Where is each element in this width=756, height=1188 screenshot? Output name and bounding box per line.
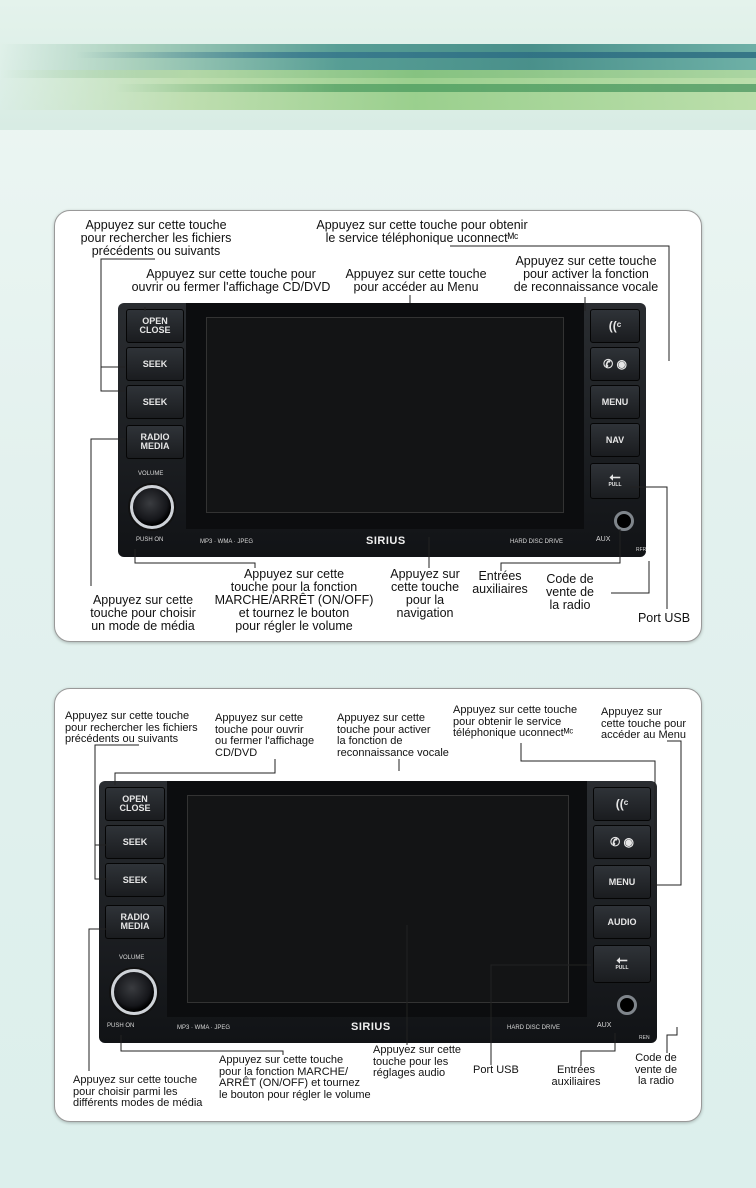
pull-label-2: PULL: [615, 965, 629, 971]
radio-unit: OPEN CLOSE SEEK SEEK RADIO MEDIA VOLUME …: [118, 303, 646, 557]
label-open-close-2: Appuyez sur cette touche pour ouvrir ou …: [215, 712, 315, 759]
phone-icon-2: ✆ ◉: [610, 834, 634, 849]
usb-icon: ⭠: [609, 468, 621, 484]
voice-icon: ((ᶜ: [608, 318, 622, 333]
label-media-2: Appuyez sur cette touche pour choisir pa…: [73, 1074, 203, 1109]
label-audio-2: Appuyez sur cette touche pour les réglag…: [373, 1044, 462, 1079]
label-open-close: Appuyez sur cette touche pour ouvrir ou …: [131, 267, 331, 294]
format-text: MP3 · WMA · JPEG: [200, 539, 254, 545]
sirius-logo-2: SIRIUS: [351, 1021, 391, 1033]
label-volume-2: Appuyez sur cette touche pour la fonctio…: [219, 1054, 371, 1101]
label-usb-2: Port USB: [473, 1064, 519, 1076]
label-aux-2: Entrées auxiliaires: [551, 1064, 601, 1088]
label-usb: Port USB: [637, 611, 691, 625]
phone-button[interactable]: ✆ ◉: [590, 347, 640, 381]
aux-label-2: AUX: [597, 1022, 612, 1029]
push-on-label: PUSH ON: [136, 537, 164, 543]
radio-media-button-2[interactable]: RADIO MEDIA: [105, 905, 165, 939]
menu-button[interactable]: MENU: [590, 385, 640, 419]
radio-diagram-panel-2: OPEN CLOSE SEEK SEEK RADIO MEDIA VOLUME …: [54, 688, 702, 1122]
audio-button-2[interactable]: AUDIO: [593, 905, 651, 939]
usb-port-2[interactable]: ⭠ PULL: [593, 945, 651, 983]
label-voice: Appuyez sur cette touche pour activer la…: [513, 254, 659, 294]
volume-knob[interactable]: [130, 485, 174, 529]
label-phone: Appuyez sur cette touche pour obtenir le…: [316, 218, 528, 245]
aux-jack[interactable]: [614, 511, 634, 531]
seek-up-button[interactable]: SEEK: [126, 347, 184, 381]
aux-label: AUX: [596, 536, 611, 543]
seek-down-button[interactable]: SEEK: [126, 385, 184, 419]
menu-button-2[interactable]: MENU: [593, 865, 651, 899]
seek-down-label-2: SEEK: [122, 874, 148, 885]
phone-button-2[interactable]: ✆ ◉: [593, 825, 651, 859]
radio-diagram-panel-1: OPEN CLOSE SEEK SEEK RADIO MEDIA VOLUME …: [54, 210, 702, 642]
seek-down-label: SEEK: [142, 396, 168, 407]
label-aux: Entrées auxiliaires: [472, 569, 528, 596]
aux-jack-2[interactable]: [617, 995, 637, 1015]
label-seek-2: Appuyez sur cette touche pour rechercher…: [65, 710, 198, 745]
pull-label: PULL: [608, 482, 622, 488]
volume-knob-2[interactable]: [111, 969, 157, 1015]
label-code: Code de vente de la radio: [546, 572, 594, 612]
phone-icon: ✆ ◉: [603, 356, 627, 371]
label-seek: Appuyez sur cette touche pour rechercher…: [80, 218, 232, 258]
label-menu-2: Appuyez sur cette touche pour accéder au…: [601, 706, 687, 741]
radio-unit-2: OPEN CLOSE SEEK SEEK RADIO MEDIA VOLUME …: [99, 781, 657, 1043]
label-nav: Appuyez sur cette touche pour la navigat…: [390, 567, 460, 620]
open-close-button[interactable]: OPEN CLOSE: [126, 309, 184, 343]
voice-button[interactable]: ((ᶜ: [590, 309, 640, 343]
radio-media-button[interactable]: RADIO MEDIA: [126, 425, 184, 459]
display-screen-2: [187, 795, 569, 1003]
label-code-2: Code de vente de la radio: [634, 1052, 678, 1087]
seek-up-button-2[interactable]: SEEK: [105, 825, 165, 859]
voice-icon-2: ((ᶜ: [615, 796, 629, 811]
header-banner: [0, 0, 756, 130]
volume-label: VOLUME: [138, 471, 164, 477]
hdd-text: HARD DISC DRIVE: [510, 539, 564, 545]
volume-label-2: VOLUME: [119, 955, 145, 961]
hdd-text-2: HARD DISC DRIVE: [507, 1025, 561, 1031]
sirius-logo: SIRIUS: [366, 535, 406, 547]
display-screen: [206, 317, 564, 513]
label-voice-2: Appuyez sur cette touche pour activer la…: [337, 712, 449, 759]
label-media: Appuyez sur cette touche pour choisir un…: [90, 593, 196, 633]
usb-icon-2: ⭠: [616, 951, 628, 967]
nav-button[interactable]: NAV: [590, 423, 640, 457]
push-on-label-2: PUSH ON: [107, 1023, 135, 1029]
label-menu: Appuyez sur cette touche pour accéder au…: [345, 267, 487, 294]
radio-code: RFR: [636, 547, 647, 553]
seek-up-label-2: SEEK: [122, 836, 148, 847]
usb-port[interactable]: ⭠ PULL: [590, 463, 640, 499]
label-volume: Appuyez sur cette touche pour la fonctio…: [214, 567, 374, 633]
voice-button-2[interactable]: ((ᶜ: [593, 787, 651, 821]
seek-down-button-2[interactable]: SEEK: [105, 863, 165, 897]
seek-up-label: SEEK: [142, 358, 168, 369]
format-text-2: MP3 · WMA · JPEG: [177, 1025, 231, 1031]
open-close-button-2[interactable]: OPEN CLOSE: [105, 787, 165, 821]
radio-code-2: REN: [639, 1035, 650, 1041]
label-phone-2: Appuyez sur cette touche pour obtenir le…: [453, 704, 578, 739]
